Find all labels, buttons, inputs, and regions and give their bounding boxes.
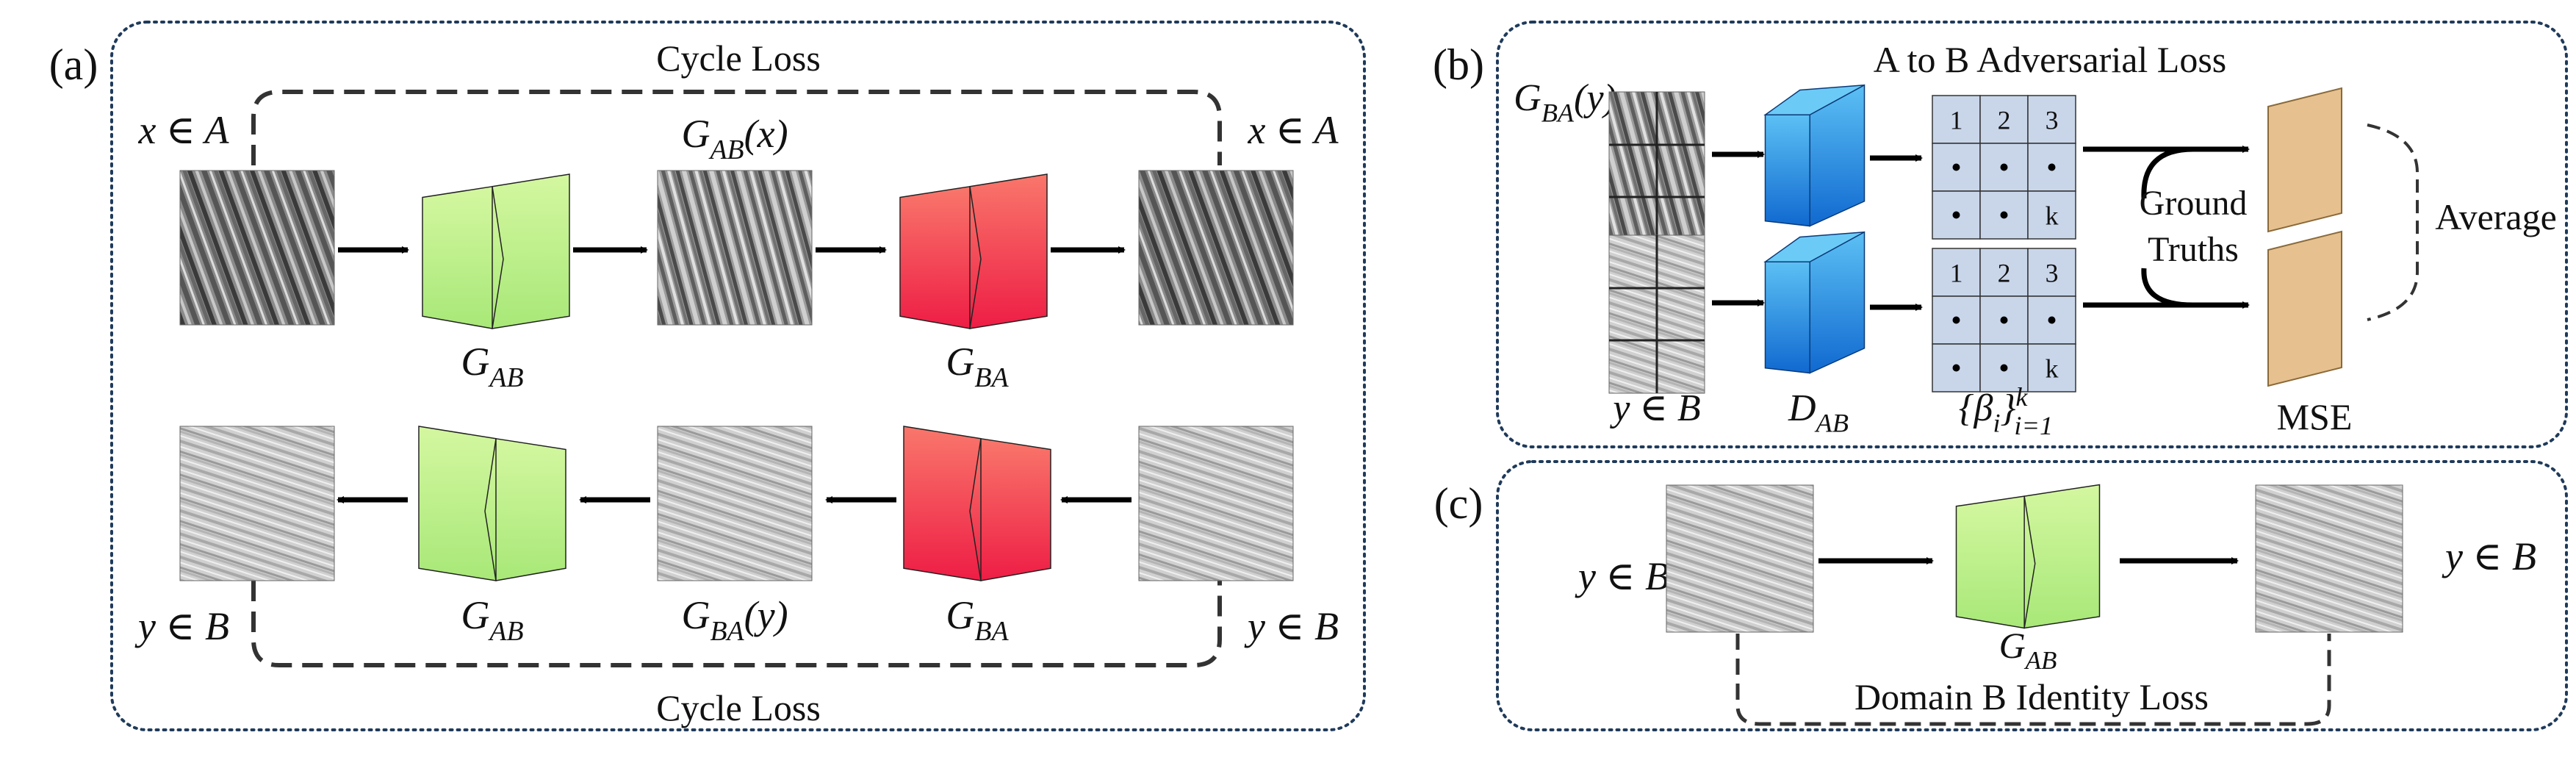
- mse-box-top: [2267, 87, 2342, 233]
- patch-grid-top: 1 2 3 k: [1932, 95, 2076, 240]
- grid-index-label: 1: [1950, 259, 1963, 288]
- discriminator-top: [1763, 84, 1866, 227]
- x-in-a-right-label: x ∈ A: [1248, 108, 1339, 152]
- ground-truths-label-1: Ground: [2140, 184, 2248, 223]
- generator-ab-identity: [1955, 484, 2101, 629]
- cycle-loss-bottom-label: Cycle Loss: [656, 687, 821, 728]
- ground-truths-label-2: Truths: [2148, 230, 2239, 269]
- panel-c-label: (c): [1434, 479, 1483, 528]
- y-in-b-panel-b-label: y ∈ B: [1609, 387, 1700, 429]
- cycle-loss-bottom-path: [251, 581, 1222, 667]
- grid-index-label: 2: [1998, 259, 2011, 288]
- panel-b-frame: [1496, 21, 2568, 448]
- grid-index-label: k: [2046, 354, 2059, 384]
- generator-ab-bottom: [418, 426, 566, 581]
- y-in-b-left-label: y ∈ B: [134, 604, 229, 648]
- cycle-loss-top-label: Cycle Loss: [656, 37, 821, 79]
- input-image-b: [1138, 426, 1294, 581]
- mse-box-bottom: [2267, 230, 2342, 387]
- panel-a-frame: [110, 21, 1366, 731]
- grid-index-label: 3: [2046, 259, 2059, 288]
- panel-c-frame: [1496, 460, 2568, 731]
- ground-truth-curve-bottom: [2141, 268, 2194, 308]
- mse-label: MSE: [2277, 396, 2353, 437]
- grid-index-label: 1: [1950, 106, 1963, 135]
- identity-output-image: [2255, 484, 2403, 633]
- gab-identity-label: GAB: [1999, 625, 2057, 675]
- panel-b-title: A to B Adversarial Loss: [1874, 39, 2227, 80]
- dab-label: DAB: [1788, 387, 1849, 438]
- average-label: Average: [2435, 196, 2557, 237]
- reconstructed-image-b: [179, 426, 335, 581]
- discriminator-bottom: [1763, 231, 1866, 374]
- patch-grid-bottom: 1 2 3 k: [1932, 248, 2076, 392]
- grid-index-label: k: [2046, 201, 2059, 231]
- reconstructed-image-a: [1138, 170, 1294, 326]
- gba-top-label: GBA: [946, 340, 1009, 393]
- translated-image-gba-y: [657, 426, 813, 581]
- gba-y-input-label: GBA(y): [1514, 77, 1616, 128]
- generator-ab-top: [422, 173, 570, 329]
- translated-image-gab-x: [657, 170, 813, 326]
- gba-y-label: GBA(y): [681, 593, 788, 647]
- y-in-b-c-right-label: y ∈ B: [2442, 534, 2536, 578]
- identity-input-image: [1666, 484, 1814, 633]
- gab-top-label: GAB: [461, 340, 523, 393]
- x-in-a-left-label: x ∈ A: [138, 108, 230, 152]
- input-image-a: [179, 170, 335, 326]
- generator-ba-bottom: [903, 426, 1051, 581]
- identity-loss-path: [1735, 634, 2331, 726]
- grid-index-label: 2: [1998, 106, 2011, 135]
- panel-a-label: (a): [49, 40, 98, 89]
- gab-bottom-label: GAB: [461, 593, 523, 647]
- y-in-b-c-left-label: y ∈ B: [1575, 554, 1669, 598]
- y-in-b-right-label: y ∈ B: [1244, 604, 1339, 648]
- identity-loss-label: Domain B Identity Loss: [1854, 676, 2209, 717]
- cycle-loss-top-path: [251, 90, 1222, 165]
- average-bracket: [2367, 123, 2419, 321]
- ground-truth-curve-top: [2141, 146, 2194, 199]
- gba-bottom-label: GBA: [946, 593, 1009, 647]
- generator-ba-top: [899, 173, 1048, 329]
- panel-b-label: (b): [1433, 40, 1484, 89]
- grid-index-label: 3: [2046, 106, 2059, 135]
- gab-x-label: GAB(x): [681, 112, 788, 165]
